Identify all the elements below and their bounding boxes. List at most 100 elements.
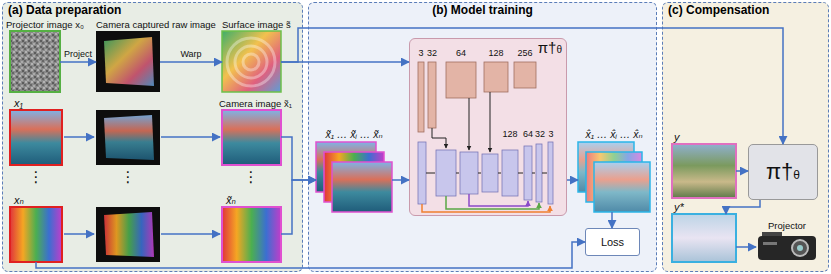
- encoder-block: [484, 62, 508, 92]
- process-arrow: [161, 136, 220, 138]
- output-image-stack: [578, 142, 634, 192]
- input-image-stack: [316, 142, 392, 212]
- network-arrow: [532, 173, 535, 174]
- panel-title: (c) Compensation: [662, 2, 829, 17]
- channel-number: 128: [502, 130, 517, 140]
- surface-image: [222, 31, 281, 92]
- output-image-stack: [578, 142, 650, 212]
- flow-arrow: [611, 212, 613, 228]
- image-caption: y: [674, 131, 680, 143]
- encoder-block: [418, 62, 536, 132]
- image-frame: x₁: [10, 110, 62, 165]
- raw-camera-image: [96, 31, 160, 92]
- encoder-block: [428, 62, 436, 128]
- flow-arrow: [281, 137, 316, 180]
- panel-title: (a) Data preparation: [2, 2, 303, 17]
- encoder-block: [514, 62, 536, 88]
- image-frame: y*: [672, 214, 736, 262]
- image-stack: x̃₁ … x̃ᵢ … x̃ₙ: [316, 142, 392, 212]
- surface-image: [243, 54, 259, 70]
- image-caption: Camera image x̃₁: [219, 99, 292, 109]
- connector-group: [36, 28, 783, 268]
- network-arrow: [432, 128, 446, 148]
- network-arrow: [456, 173, 459, 174]
- flow-arrow: [160, 61, 222, 63]
- raw-camera-image: [104, 37, 154, 86]
- ellipsis-mark: ⋮: [29, 169, 44, 186]
- decoder-block: [548, 142, 553, 204]
- panel-title: (b) Model training: [308, 2, 657, 17]
- skip-connection: [469, 194, 528, 206]
- decoder-block: [536, 144, 542, 202]
- encoder-block: [446, 62, 476, 98]
- loss-label: Loss: [601, 236, 624, 248]
- camera-image: [222, 110, 281, 165]
- raw-camera-image: [96, 207, 160, 262]
- compensated-image: [672, 214, 736, 262]
- projector-noise-image: [10, 31, 60, 92]
- projector-noise-image: [10, 31, 60, 92]
- camera-image: [222, 110, 281, 262]
- target-image: [672, 144, 736, 198]
- surface-image: [235, 46, 267, 78]
- flow-arrow: [281, 28, 783, 144]
- projector-input-image: [10, 207, 62, 262]
- raw-camera-image: [96, 110, 160, 165]
- image-frame: y: [672, 144, 736, 198]
- decoder-block: [524, 146, 532, 200]
- camera-image: [222, 207, 281, 262]
- flow-arrow: [736, 246, 756, 248]
- channel-number: 32: [427, 49, 437, 59]
- projector-icon: Projector: [756, 232, 818, 262]
- raw-camera-image: [104, 212, 154, 257]
- network-arrow: [542, 173, 547, 174]
- panel: x̃₁ … x̃ᵢ … x̃ₙπ†θx̂₁ … x̂ᵢ … x̂ₙLoss(b)…: [308, 2, 657, 272]
- encoder-block: [418, 62, 424, 132]
- network-arrow: [469, 98, 470, 150]
- device-label: Projector: [768, 221, 806, 231]
- skip-connection: [422, 194, 550, 212]
- network-box: π†θ: [409, 38, 567, 216]
- projector-symbol: [758, 236, 816, 260]
- decoder-block: [418, 142, 426, 204]
- process-arrow: [64, 136, 94, 138]
- image-stack: x̂₁ … x̂ᵢ … x̂ₙ: [578, 142, 650, 212]
- raw-camera-image: [104, 115, 154, 160]
- flow-arrow: [726, 200, 760, 214]
- ellipsis-mark: ⋮: [121, 169, 136, 186]
- channel-number: 3: [548, 130, 553, 140]
- skip-connection: [446, 196, 539, 209]
- image-caption: x₁: [14, 97, 23, 109]
- skip-connection: [422, 204, 550, 212]
- input-image-stack: [332, 162, 392, 212]
- projector-symbol: [762, 232, 782, 238]
- image-caption: Projector image x₀: [6, 20, 84, 30]
- decoder-block: [482, 154, 498, 192]
- flow-arrow: [392, 179, 409, 181]
- image-caption: Surface image s̃: [222, 20, 291, 30]
- flow-arrow: [281, 61, 409, 63]
- projector-symbol: [758, 232, 816, 260]
- flow-arrow: [60, 61, 96, 63]
- decoder-block: [502, 150, 518, 196]
- network-arrow: [490, 92, 491, 152]
- image-caption: x̂₁ … x̂ᵢ … x̂ₙ: [585, 129, 642, 141]
- image-caption: Camera captured raw image: [96, 20, 216, 30]
- flow-arrow: [567, 179, 578, 181]
- image-frame: Camera captured raw image: [96, 31, 160, 92]
- image-caption: xₙ: [14, 194, 24, 206]
- process-arrow: [161, 233, 220, 235]
- projector-symbol: [797, 245, 803, 251]
- channel-number: 64: [523, 130, 533, 140]
- image-frame: xₙ: [10, 207, 62, 262]
- network-box: π†θ: [748, 144, 818, 200]
- raw-camera-image: [96, 31, 160, 262]
- channel-number: 3: [418, 49, 423, 59]
- network-arrow: [426, 173, 435, 174]
- compensated-image: [672, 214, 736, 262]
- channel-number: 256: [517, 49, 532, 59]
- input-image-stack: [324, 152, 384, 202]
- input-image-stack: [316, 142, 376, 192]
